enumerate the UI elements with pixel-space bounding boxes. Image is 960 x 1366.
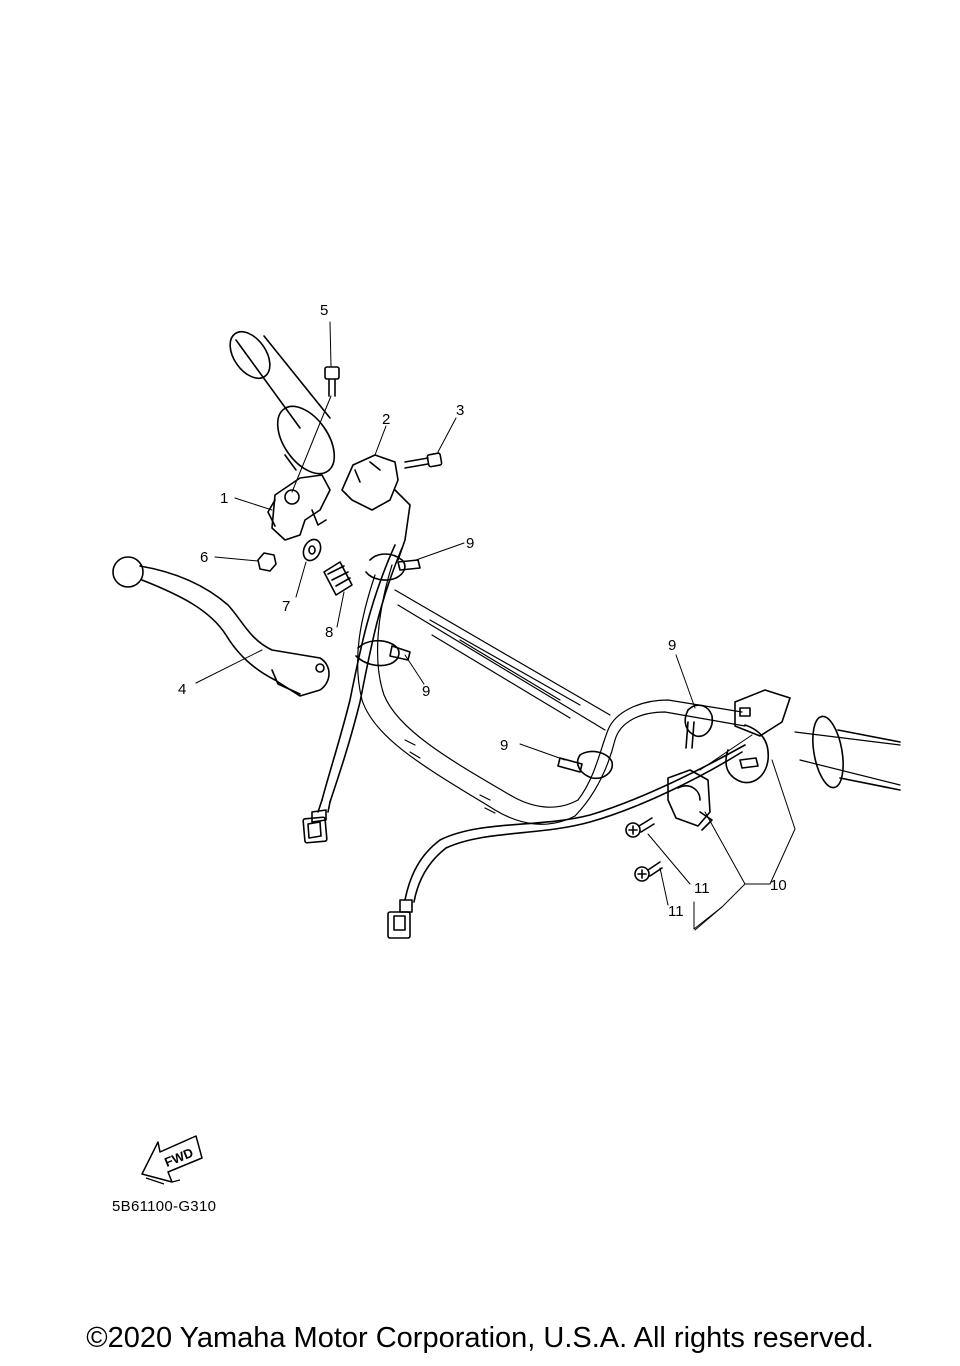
right-switch-assembly	[667, 689, 791, 831]
bolt-3	[404, 452, 443, 469]
screw-11-lower	[634, 861, 663, 882]
nut-6	[257, 552, 277, 572]
callout-2: 2	[382, 411, 390, 428]
callout-3: 3	[456, 402, 464, 419]
screw-11-upper	[625, 817, 655, 838]
copyright-notice: ©2020 Yamaha Motor Corporation, U.S.A. A…	[86, 1322, 874, 1354]
callout-1: 1	[220, 490, 228, 507]
master-clamp	[341, 454, 411, 561]
left-grip	[229, 331, 336, 475]
drawing-code: 5B61100-G310	[112, 1198, 217, 1215]
callout-labels: 1 2 3 4 5 6 7 8 9 9 9 9 10 11 11	[178, 302, 787, 920]
callout-9-mid: 9	[500, 737, 508, 754]
callout-9-lower: 9	[422, 683, 430, 700]
callout-10: 10	[770, 877, 787, 894]
cable-band-upper	[365, 553, 421, 581]
adjuster-8	[323, 561, 353, 596]
callout-11-lower: 11	[668, 903, 684, 920]
right-switch-wire	[387, 744, 746, 939]
lever-holder	[267, 474, 331, 541]
washer-7	[302, 538, 322, 562]
callout-5: 5	[320, 302, 328, 319]
right-grip	[812, 715, 901, 791]
callout-11-upper: 11	[694, 880, 710, 897]
callout-7: 7	[282, 598, 290, 615]
fwd-arrow-icon: FWD	[141, 1135, 203, 1185]
leader-lines	[195, 321, 796, 931]
callout-8: 8	[325, 624, 333, 641]
callout-9-right: 9	[668, 637, 676, 654]
clutch-lever	[112, 556, 330, 697]
cable-band-right-1	[684, 704, 714, 749]
callout-6: 6	[200, 549, 208, 566]
left-switch-wire	[302, 544, 403, 844]
cable-band-lower	[355, 639, 411, 667]
cable-band-right-2	[557, 750, 614, 780]
callout-4: 4	[178, 681, 186, 698]
callout-9-upper: 9	[466, 535, 474, 552]
bolt-5	[291, 366, 340, 493]
handlebar	[356, 564, 901, 825]
